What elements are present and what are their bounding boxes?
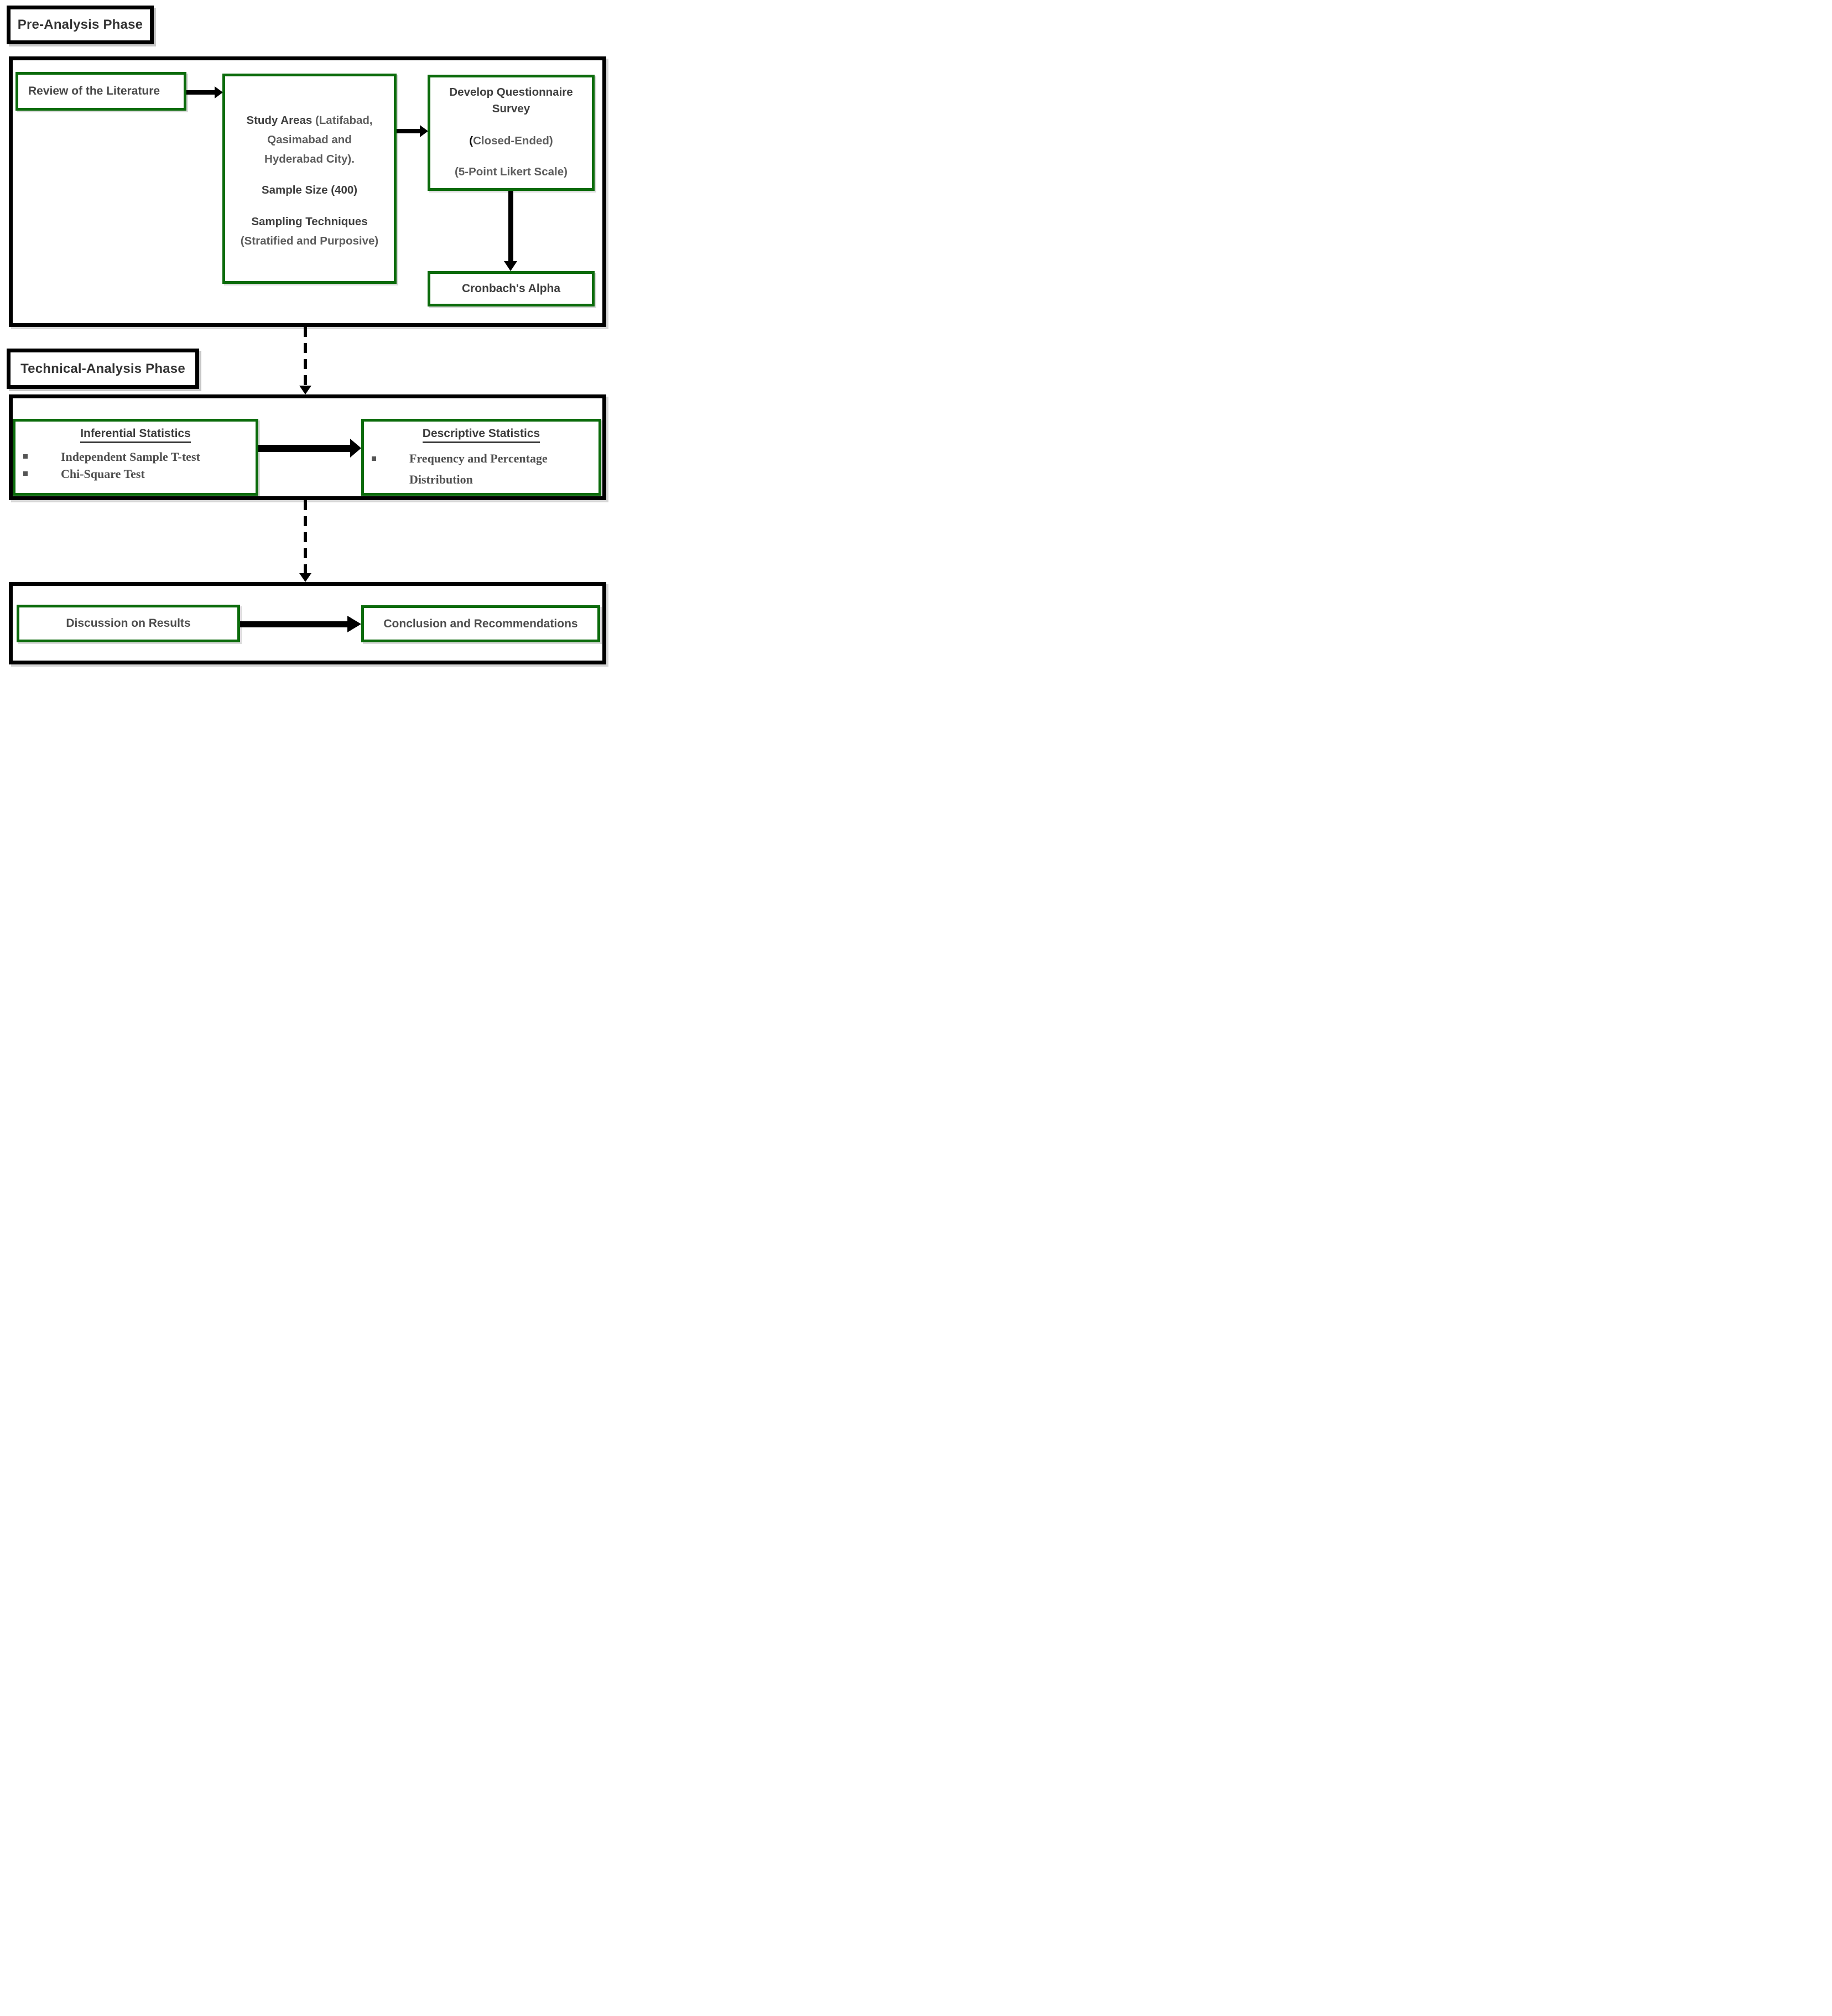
conclusion-recommendations-text: Conclusion and Recommendations <box>383 617 578 630</box>
arrow-discussion-to-conclusion-head <box>347 616 361 632</box>
descriptive-statistics-box: Descriptive Statistics Frequency and Per… <box>361 419 601 496</box>
develop-line1: Develop Questionnaire <box>449 86 573 98</box>
arrow-inferential-to-descriptive-head <box>350 439 361 458</box>
discussion-results-box: Discussion on Results <box>17 605 240 642</box>
bullet-frequency-distribution: Frequency and Percentage Distribution <box>364 448 598 490</box>
study-areas-box: Study Areas (Latifabad, Qasimabad and Hy… <box>222 74 397 284</box>
methodology-flowchart: Pre-Analysis Phase Review of the Literat… <box>0 0 611 672</box>
dashed-arrow-technical-to-final-shaft <box>304 500 307 573</box>
bullet-chi-square-test: Chi-Square Test <box>15 465 256 482</box>
arrow-study-to-develop-shaft <box>397 129 420 133</box>
bullet-independent-t-test: Independent Sample T-test <box>15 448 256 465</box>
sampling-detail-line: (Stratified and Purposive) <box>240 235 379 247</box>
descriptive-bullet-list: Frequency and Percentage Distribution <box>364 448 598 490</box>
dashed-arrow-technical-to-final-head <box>299 573 311 582</box>
likert-scale-line: (5-Point Likert Scale) <box>455 165 568 178</box>
arrow-develop-to-cronbach-shaft <box>508 191 513 261</box>
technical-analysis-phase-label-text: Technical-Analysis Phase <box>20 361 185 376</box>
square-bullet-icon <box>23 471 28 476</box>
conclusion-recommendations-box: Conclusion and Recommendations <box>361 605 600 642</box>
arrow-review-to-study-head <box>215 86 223 98</box>
inferential-bullet-list: Independent Sample T-test Chi-Square Tes… <box>15 448 256 482</box>
arrow-study-to-develop-head <box>420 125 428 137</box>
arrow-discussion-to-conclusion-shaft <box>240 621 347 627</box>
study-areas-line1: Study Areas (Latifabad, <box>246 114 373 127</box>
develop-questionnaire-text: Develop Questionnaire Survey (Closed-End… <box>430 77 592 180</box>
study-areas-text: Study Areas (Latifabad, Qasimabad and Hy… <box>225 76 394 251</box>
sample-size-line: Sample Size (400) <box>261 184 358 196</box>
arrow-develop-to-cronbach-head <box>504 261 517 271</box>
dashed-arrow-pre-to-technical-shaft <box>304 327 307 386</box>
study-areas-line2: Qasimabad and <box>267 133 352 146</box>
develop-line2: Survey <box>492 102 530 115</box>
arrow-inferential-to-descriptive-shaft <box>258 445 350 452</box>
pre-analysis-phase-label-text: Pre-Analysis Phase <box>17 17 143 32</box>
arrow-review-to-study-shaft <box>186 90 215 95</box>
cronbach-alpha-box: Cronbach's Alpha <box>428 271 595 306</box>
closed-ended-line: (Closed-Ended) <box>469 134 553 147</box>
pre-analysis-phase-label: Pre-Analysis Phase <box>7 6 154 44</box>
descriptive-statistics-title: Descriptive Statistics <box>364 427 598 443</box>
develop-questionnaire-box: Develop Questionnaire Survey (Closed-End… <box>428 75 595 191</box>
technical-analysis-phase-label: Technical-Analysis Phase <box>7 349 199 389</box>
cronbach-alpha-text: Cronbach's Alpha <box>461 282 561 295</box>
discussion-results-text: Discussion on Results <box>66 617 191 630</box>
sampling-techniques-line: Sampling Techniques <box>251 215 368 228</box>
review-of-literature-box: Review of the Literature <box>15 72 186 111</box>
inferential-statistics-title: Inferential Statistics <box>15 427 256 443</box>
inferential-statistics-box: Inferential Statistics Independent Sampl… <box>13 419 258 496</box>
review-of-literature-text: Review of the Literature <box>28 85 160 97</box>
square-bullet-icon <box>372 456 376 461</box>
square-bullet-icon <box>23 454 28 459</box>
dashed-arrow-pre-to-technical-head <box>299 386 311 394</box>
study-areas-line3: Hyderabad City). <box>264 153 355 165</box>
